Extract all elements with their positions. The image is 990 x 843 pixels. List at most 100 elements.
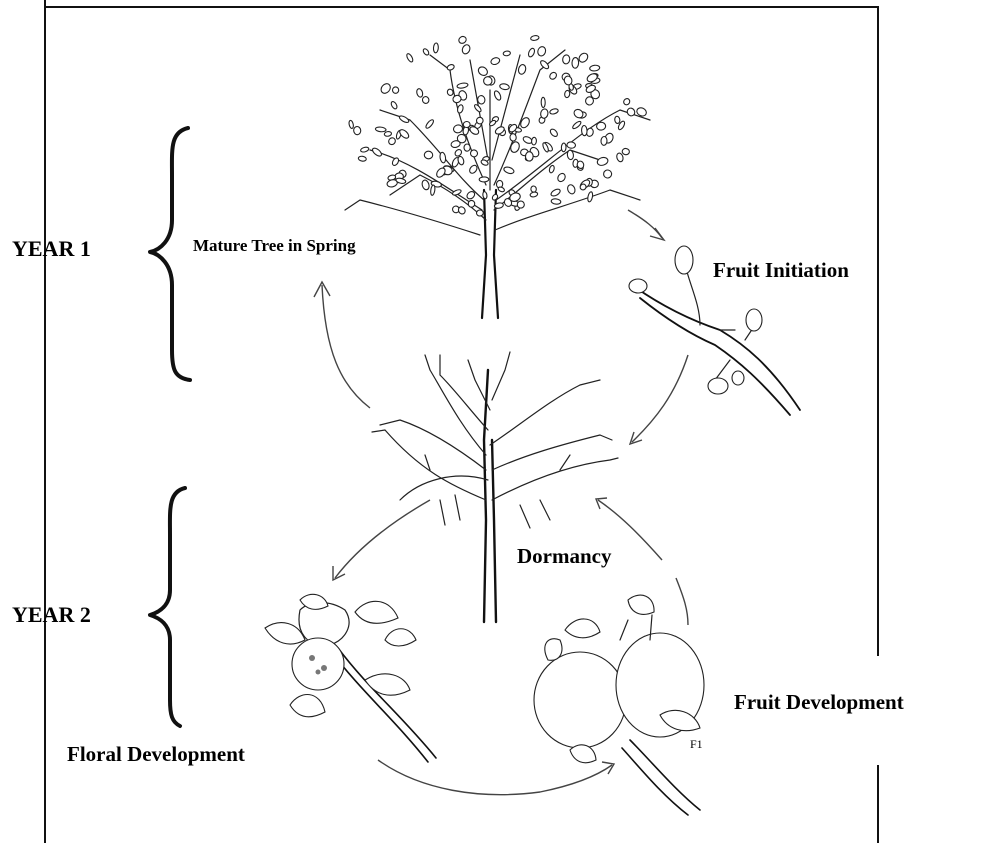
canopy-leaf xyxy=(348,119,354,129)
canopy-leaf xyxy=(482,191,488,200)
canopy-leaf xyxy=(581,124,588,137)
canopy-leaf xyxy=(423,150,434,160)
canopy-leaf xyxy=(390,101,398,110)
canopy-leaf xyxy=(469,164,478,174)
canopy-leaf xyxy=(461,44,471,55)
canopy-leaf xyxy=(454,149,463,157)
canopy-leaf xyxy=(550,188,561,197)
canopy-leaf xyxy=(395,177,407,184)
canopy-leaf xyxy=(436,167,446,178)
canopy-leaf xyxy=(529,191,539,198)
canopy-leaf xyxy=(548,164,555,174)
canopy-leaf xyxy=(550,198,562,205)
canopy-leaf xyxy=(446,88,454,97)
canopy-leaf xyxy=(480,159,489,166)
frame-right-line-bottom xyxy=(877,765,879,843)
canopy-leaf xyxy=(530,185,537,193)
canopy-leaf xyxy=(636,107,647,117)
canopy-leaf xyxy=(353,125,362,136)
canopy-leaf xyxy=(425,119,434,129)
canopy-leaf xyxy=(491,193,499,201)
canopy-leaf xyxy=(587,191,594,203)
canopy-leaf xyxy=(567,184,576,195)
fruit-initiation-label: Fruit Initiation xyxy=(713,258,849,282)
canopy-leaf xyxy=(380,83,391,94)
frame-left-line xyxy=(44,0,46,843)
canopy-leaf xyxy=(499,83,510,91)
canopy-leaf xyxy=(467,199,476,208)
canopy-leaf xyxy=(469,126,480,135)
canopy-leaf xyxy=(391,86,400,94)
canopy-leaf xyxy=(477,95,486,105)
canopy-leaf xyxy=(416,88,424,98)
canopy-leaf xyxy=(457,206,466,215)
canopy-leaf xyxy=(452,124,464,134)
canopy-leaf xyxy=(510,141,520,153)
fruit-initiation-twig xyxy=(628,245,801,416)
canopy-leaf xyxy=(406,53,414,63)
canopy-leaf xyxy=(446,64,455,71)
canopy-leaf xyxy=(549,108,559,115)
canopy-leaf xyxy=(524,151,534,162)
canopy-leaf xyxy=(388,137,396,146)
canopy-leaf xyxy=(579,183,587,191)
canopy-leaf xyxy=(603,169,613,179)
fruit-development-label: Fruit Development xyxy=(734,690,904,714)
canopy-leaf xyxy=(422,48,430,56)
canopy-leaf xyxy=(477,66,488,76)
canopy-leaf xyxy=(503,198,513,207)
canopy-leaf xyxy=(573,108,584,119)
canopy-leaf xyxy=(542,142,549,153)
canopy-leaf xyxy=(560,142,567,153)
canopy-leaf xyxy=(457,155,465,166)
canopy-leaf xyxy=(517,64,527,75)
canopy-leaf xyxy=(571,57,580,69)
dormant-tree-drawing xyxy=(371,351,619,624)
year2-brace xyxy=(148,486,187,728)
canopy-leaf xyxy=(502,50,511,57)
canopy-leaf xyxy=(374,126,387,133)
canopy-leaf xyxy=(626,107,636,117)
year1-brace xyxy=(148,126,192,382)
canopy-leaf xyxy=(430,184,436,196)
canopy-leaf xyxy=(520,117,530,129)
canopy-leaf xyxy=(469,149,479,158)
canopy-leaf xyxy=(462,120,471,129)
canopy-leaf xyxy=(398,115,410,123)
canopy-leaf xyxy=(530,35,540,41)
canopy-leaf xyxy=(489,119,497,127)
canopy-leaf xyxy=(493,202,504,209)
fruit-development-drawing xyxy=(533,594,705,816)
canopy-leaf xyxy=(596,156,609,166)
canopy-leaf xyxy=(564,89,571,99)
canopy-leaf xyxy=(600,135,608,146)
canopy-leaf xyxy=(456,104,464,114)
canopy-leaf xyxy=(439,151,447,164)
canopy-leaf xyxy=(452,94,462,104)
canopy-leaf xyxy=(589,64,601,72)
dormancy-label: Dormancy xyxy=(517,544,612,568)
canopy-leaf xyxy=(357,155,367,162)
canopy-leaf xyxy=(475,116,484,125)
canopy-leaf xyxy=(576,160,585,170)
canopy-leaf xyxy=(562,54,571,65)
canopy-leaf xyxy=(360,146,370,153)
canopy-leaf xyxy=(494,126,505,135)
canopy-leaf xyxy=(623,98,631,106)
mature-tree-leaves xyxy=(348,35,647,217)
canopy-leaf xyxy=(399,129,410,139)
canopy-leaf xyxy=(585,96,594,106)
canopy-leaf xyxy=(540,108,549,119)
canopy-leaf xyxy=(572,120,582,130)
canopy-leaf xyxy=(509,133,517,142)
canopy-leaf xyxy=(421,179,430,191)
canopy-leaf xyxy=(456,82,469,89)
canopy-leaf xyxy=(516,200,525,209)
canopy-leaf xyxy=(616,152,624,163)
canopy-leaf xyxy=(483,76,493,86)
canopy-leaf xyxy=(566,141,577,149)
canopy-leaf xyxy=(585,84,596,93)
canopy-leaf xyxy=(371,147,383,157)
figure-mark-label: F1 xyxy=(690,737,703,751)
